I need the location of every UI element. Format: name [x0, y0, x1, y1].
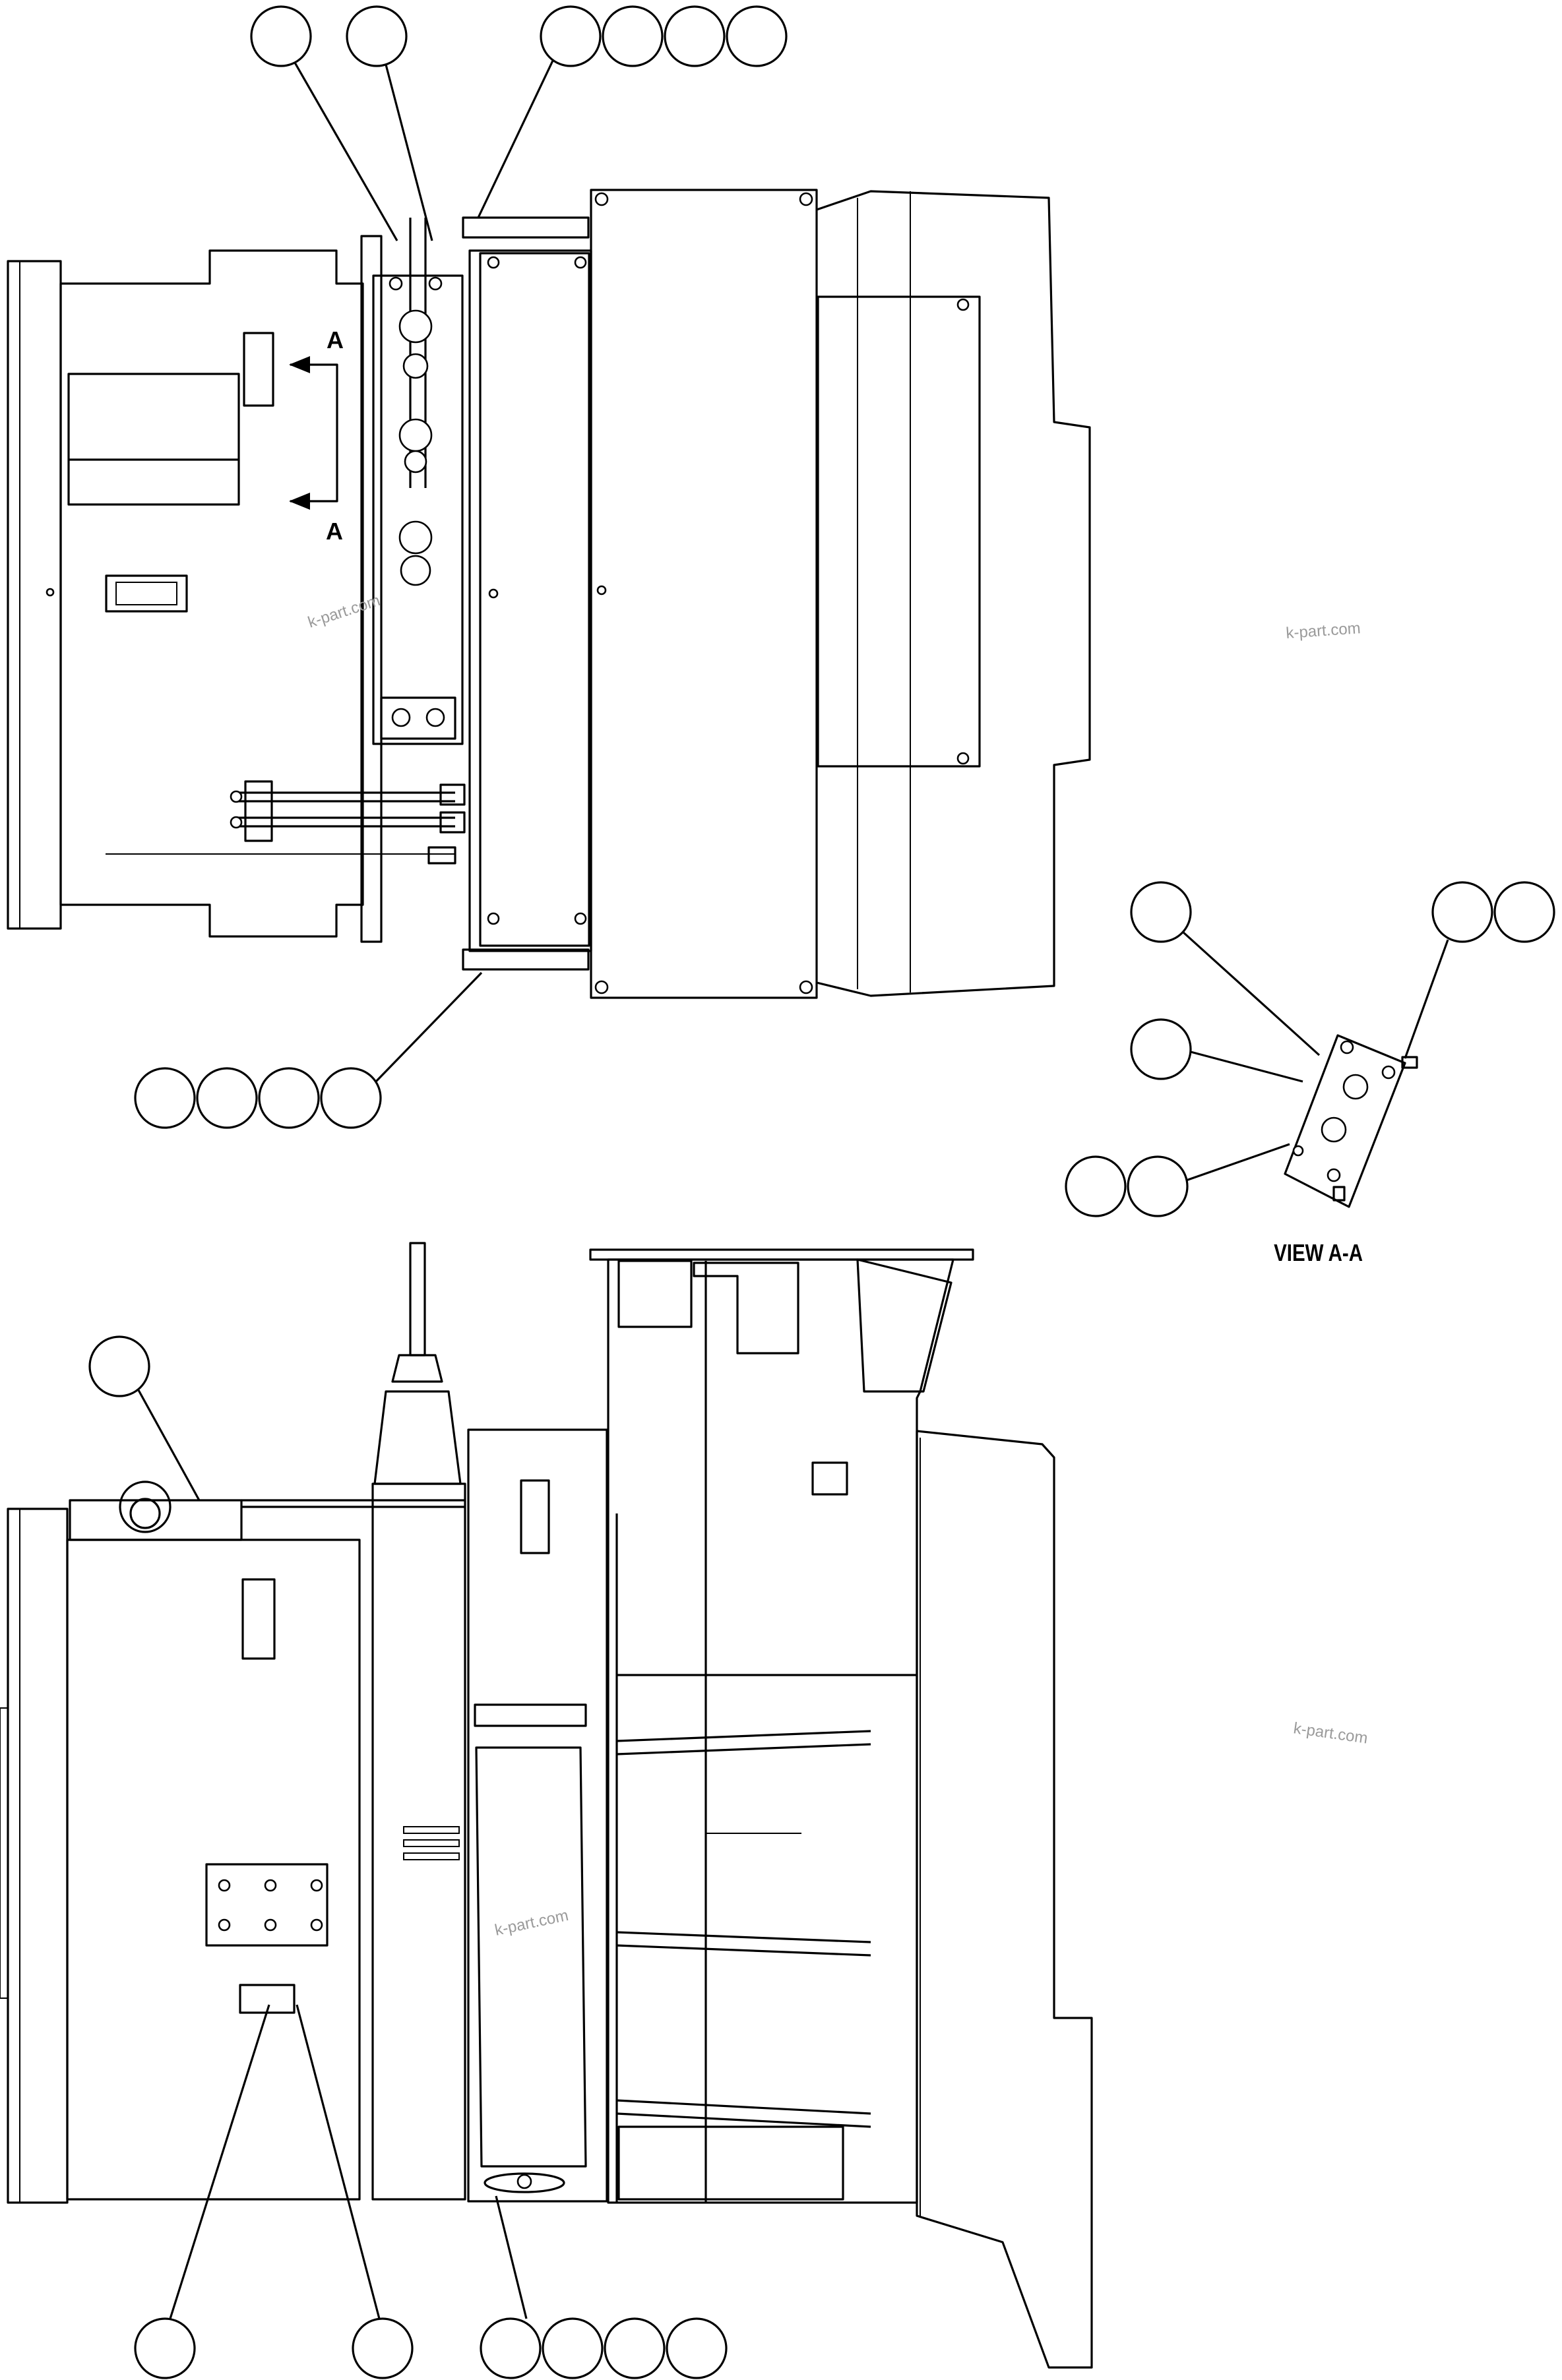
- lifting-eye: [119, 1480, 172, 1533]
- callout-balloon: [726, 5, 788, 67]
- handle-slot: [241, 1578, 276, 1660]
- callout-balloon: [1127, 1155, 1189, 1217]
- callout-balloon: [346, 5, 408, 67]
- mounting-pad: [205, 1863, 328, 1947]
- core-block: [462, 216, 607, 971]
- callout-balloon: [602, 5, 664, 67]
- breather-pipe: [409, 1242, 426, 1357]
- callout-balloon: [134, 2317, 196, 2379]
- top-band: [69, 1499, 243, 1541]
- callout-balloon: [1130, 881, 1192, 943]
- callout-balloon: [320, 1067, 382, 1129]
- watermark: k-part.com: [1286, 619, 1361, 642]
- callout-balloon: [258, 1067, 320, 1129]
- watermark: k-part.com: [306, 592, 383, 632]
- callout-balloon: [666, 2317, 728, 2379]
- callout-balloon: [1431, 881, 1493, 943]
- callout-balloon: [542, 2317, 604, 2379]
- housing-body: [59, 249, 364, 938]
- callout-balloon: [352, 2317, 414, 2379]
- watermark: k-part.com: [1292, 1719, 1369, 1748]
- tank-body: [467, 1428, 608, 2203]
- section-label-bottom: A: [326, 518, 343, 545]
- side-view-balloons: [88, 1335, 728, 2379]
- valve-head: [373, 1390, 462, 1485]
- cover-plate: [590, 189, 818, 999]
- valve-stack: [360, 218, 464, 943]
- side-shroud: [916, 1430, 1093, 2369]
- callout-balloon: [604, 2317, 666, 2379]
- callout-balloon: [1130, 1018, 1192, 1080]
- bracket-plate: [1284, 1034, 1406, 1208]
- flange-left-side: [7, 1508, 69, 2204]
- callout-balloon: [250, 5, 312, 67]
- callout-balloon: [540, 5, 602, 67]
- section-label-top: A: [327, 326, 344, 353]
- callout-balloon: [1065, 1155, 1127, 1217]
- frame-structure: [589, 1248, 974, 1261]
- top-view-balloons: [134, 5, 788, 1129]
- fan-shroud: [816, 190, 1091, 997]
- section-arrows: A A: [289, 326, 344, 545]
- top-view-assembly: A A: [7, 189, 1091, 999]
- callout-balloon: [1493, 881, 1555, 943]
- callout-balloon: [664, 5, 726, 67]
- side-view-assembly: [0, 1242, 1093, 2369]
- callout-balloon: [196, 1067, 258, 1129]
- watermark: k-part.com: [493, 1907, 570, 1939]
- callout-balloon: [134, 1067, 196, 1129]
- middle-column: [371, 1482, 466, 2201]
- callout-balloon: [88, 1335, 150, 1397]
- linkage-rods: [106, 780, 466, 865]
- control-box: [67, 373, 240, 506]
- callout-balloon: [480, 2317, 542, 2379]
- view-title: VIEW A-A: [1274, 1239, 1363, 1266]
- side-housing: [66, 1539, 361, 2201]
- view-aa-bracket: VIEW A-A: [1065, 881, 1555, 1266]
- name-plate: [105, 574, 188, 613]
